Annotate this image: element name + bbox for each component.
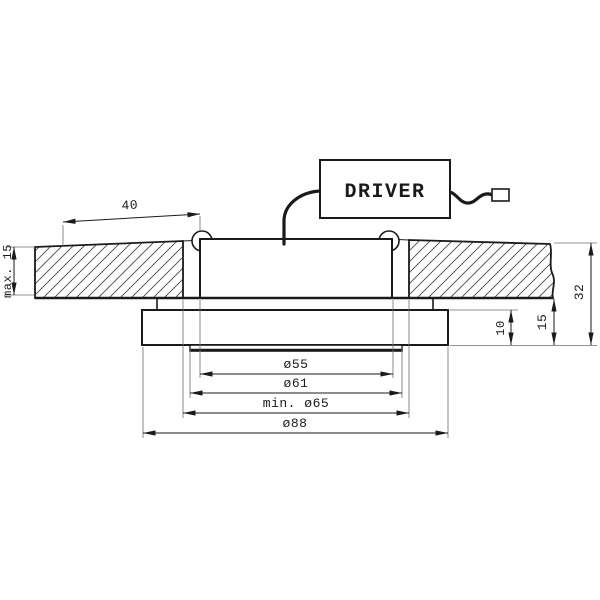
glass-diffuser	[189, 344, 403, 352]
dim-label: 10	[494, 320, 508, 335]
dim-clip-span-40: 40	[62, 198, 201, 246]
dim-trim-ring-10: 10	[450, 309, 597, 346]
lamp-body	[199, 238, 393, 299]
dim-label: ø61	[284, 376, 309, 391]
dim-label: min. ø65	[263, 396, 329, 411]
wire-left	[282, 189, 322, 246]
dim-label: ø55	[284, 357, 309, 372]
dim-dia-55: ø55	[199, 300, 394, 378]
wire-right	[448, 190, 495, 205]
trim-ring	[141, 309, 449, 346]
dim-below-ceiling-15: 15	[535, 299, 557, 345]
dim-label: ø88	[283, 416, 308, 431]
dim-dia-88: ø88	[142, 347, 449, 438]
dim-label: 15	[535, 314, 550, 331]
driver-label: DRIVER	[344, 181, 425, 204]
dim-dia-65-min: min. ø65	[182, 300, 410, 418]
dim-label: 40	[121, 198, 138, 214]
ceiling-section-left	[34, 240, 194, 299]
trim-step	[156, 297, 434, 311]
ceiling-section-right	[397, 239, 555, 299]
dim-overall-height-32: 32	[554, 242, 597, 345]
dim-dia-61: ø61	[189, 346, 403, 398]
dim-ceiling-max-15: max. 15	[1, 244, 35, 298]
dim-label: 32	[572, 284, 587, 301]
dim-label: max. 15	[1, 244, 15, 298]
mains-connector	[491, 188, 510, 202]
driver-box	[319, 159, 451, 219]
